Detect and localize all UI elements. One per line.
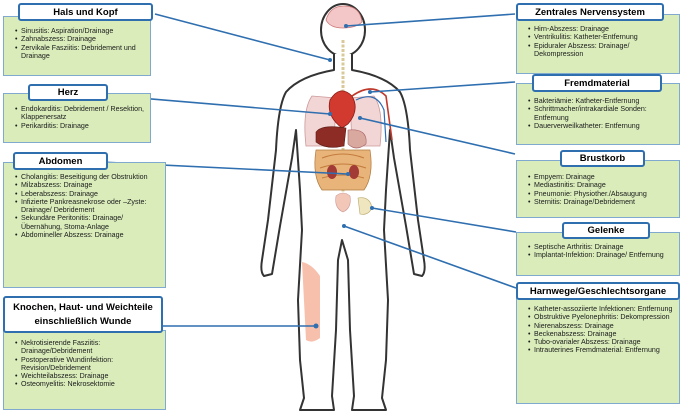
- box-brustkorb: Empyem: Drainage Mediastinitis: Drainage…: [516, 160, 680, 218]
- item: Tubo-ovarialer Abszess: Drainage: [528, 338, 679, 347]
- liver-icon: [315, 126, 347, 148]
- item: Sinusitis: Aspiration/Drainage: [15, 27, 150, 36]
- item: Infizierte Pankreasnekrose oder –Zyste: …: [15, 198, 165, 215]
- item: Cholangitis: Beseitigung der Obstruktion: [15, 173, 165, 182]
- title-hals-kopf: Hals und Kopf: [18, 3, 153, 21]
- item: Pneumonie: Physiother./Absaugung: [528, 190, 679, 199]
- item: Nierenabszess: Drainage: [528, 322, 679, 331]
- heart-icon: [328, 90, 356, 129]
- item: Ventrikulitis: Katheter-Entfernung: [528, 33, 679, 42]
- brain-icon: [325, 5, 363, 29]
- item: Implantat-Infektion: Drainage/ Entfernun…: [528, 251, 679, 260]
- item: Empyem: Drainage: [528, 173, 679, 182]
- item: Sekundäre Peritonitis: Drainage/ Übernäh…: [15, 214, 165, 231]
- item: Beckenabszess: Drainage: [528, 330, 679, 339]
- box-herz: Endokarditis: Debridement / Resektion, K…: [3, 93, 151, 143]
- intestine-icon: [314, 149, 372, 191]
- item: Sternitis: Drainage/Debridement: [528, 198, 679, 207]
- item: Zervikale Fasziitis: Debridement und Dra…: [15, 44, 150, 61]
- title-fremdmaterial: Fremdmaterial: [532, 74, 662, 92]
- item: Obstruktive Pyelonephritis: Dekompressio…: [528, 313, 679, 322]
- title-gelenke: Gelenke: [562, 222, 650, 239]
- title-harnwege: Harnwege/Geschlechtsorgane: [516, 282, 680, 300]
- item: Zahnabszess: Drainage: [15, 35, 150, 44]
- vessel-icon: [351, 88, 393, 141]
- item: Katheter-assoziierte Infektionen: Entfer…: [528, 305, 679, 314]
- box-knochen: Nekrotisierende Fasziitis: Drainage/Debr…: [3, 330, 166, 410]
- box-harnwege: Katheter-assoziierte Infektionen: Entfer…: [516, 292, 680, 404]
- stomach-icon: [347, 129, 367, 149]
- item: Endokarditis: Debridement / Resektion, K…: [15, 105, 150, 122]
- item: Perikarditis: Drainage: [15, 122, 150, 131]
- item: Nekrotisierende Fasziitis: Drainage/Debr…: [15, 339, 165, 356]
- item: Postoperative Wundinfektion: Revision/De…: [15, 356, 165, 373]
- title-herz: Herz: [28, 84, 108, 101]
- box-abdomen: Cholangitis: Beseitigung der Obstruktion…: [3, 162, 166, 288]
- item: Epiduraler Abszess: Drainage/ Dekompress…: [528, 42, 679, 59]
- item: Osteomyelitis: Nekrosektomie: [15, 380, 165, 389]
- box-zns: Hirn-Abszess: Drainage Ventrikulitis: Ka…: [516, 14, 680, 74]
- item: Bakteriämie: Katheter-Entfernung: [528, 97, 679, 106]
- leg-inflammation-icon: [302, 262, 320, 342]
- item: Leberabszess: Drainage: [15, 190, 165, 199]
- item: Weichteilabszess: Drainage: [15, 372, 165, 381]
- item: Abdomineller Abszess: Drainage: [15, 231, 165, 240]
- item: Intrauterines Fremdmaterial: Entfernung: [528, 346, 679, 355]
- box-gelenke: Septische Arthritis: Drainage Implantat-…: [516, 232, 680, 276]
- bladder-icon: [335, 192, 351, 213]
- item: Hirn-Abszess: Drainage: [528, 25, 679, 34]
- title-knochen: Knochen, Haut- und Weichteile einschließ…: [3, 296, 163, 333]
- box-fremdmaterial: Bakteriämie: Katheter-Entfernung Schritt…: [516, 83, 680, 145]
- box-hals-kopf: Sinusitis: Aspiration/Drainage Zahnabsze…: [3, 16, 151, 76]
- item: Milzabszess: Drainage: [15, 181, 165, 190]
- kidney-icon: [327, 165, 337, 179]
- title-brustkorb: Brustkorb: [560, 150, 645, 167]
- item: Dauerverweilkatheter: Entfernung: [528, 122, 679, 131]
- title-abdomen: Abdomen: [13, 152, 108, 170]
- item: Mediastinitis: Drainage: [528, 181, 679, 190]
- item: Schrittmacher/intrakardiale Sonden: Entf…: [528, 105, 679, 122]
- item: Septische Arthritis: Drainage: [528, 243, 679, 252]
- title-zns: Zentrales Nervensystem: [516, 3, 664, 21]
